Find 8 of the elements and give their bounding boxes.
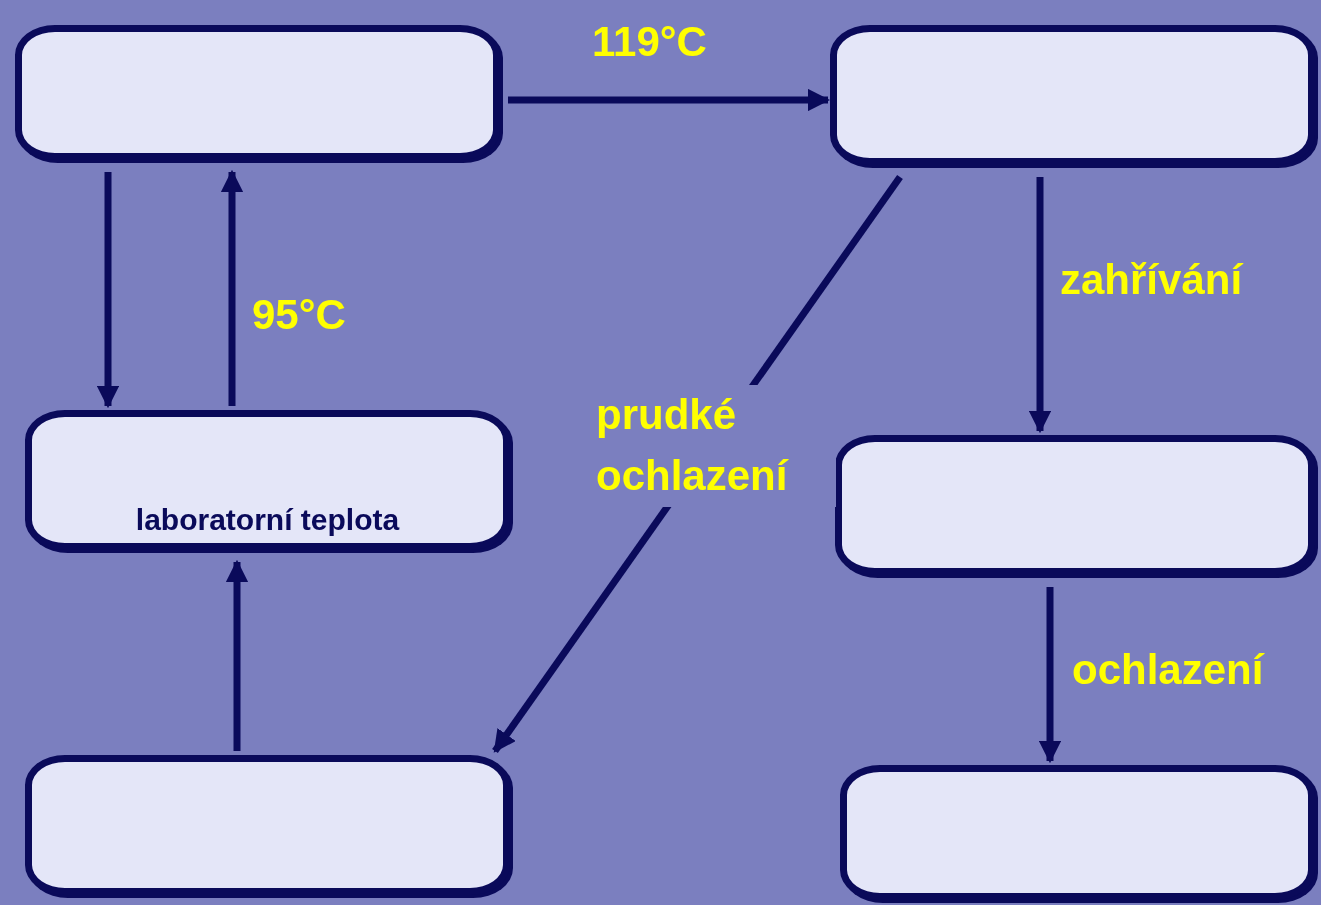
empty-box [840, 765, 1315, 900]
empty-box [15, 25, 500, 160]
state-box [25, 410, 510, 550]
edge-label: prudké ochlazení [596, 385, 836, 507]
empty-box [835, 435, 1315, 575]
empty-box [830, 25, 1315, 165]
box-text: laboratorní teplota [135, 503, 400, 537]
empty-box [25, 755, 510, 895]
